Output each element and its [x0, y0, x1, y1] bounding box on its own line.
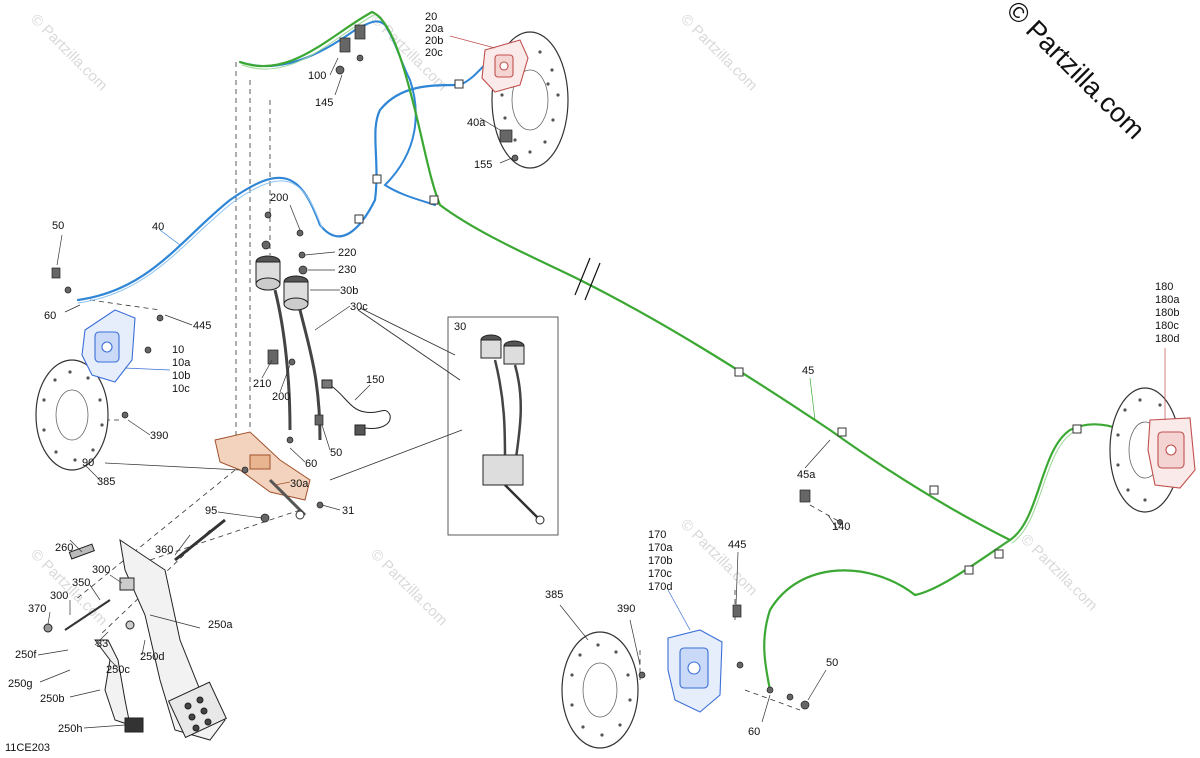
- callout-label: 300: [50, 590, 68, 602]
- diagram-code: 11CE203: [5, 742, 50, 754]
- callout-label: 60: [748, 726, 760, 738]
- callout-label: 155: [474, 159, 492, 171]
- rear-right-caliper: [1147, 417, 1196, 489]
- watermark-text: © Partzilla.com: [1017, 531, 1100, 614]
- callout-label: 390: [617, 603, 635, 615]
- watermark-text: © Partzilla.com: [677, 516, 760, 599]
- callout-label: 180b: [1155, 307, 1179, 319]
- callout-label: 60: [44, 310, 56, 322]
- callout-label: 140: [832, 521, 850, 533]
- callout-label: 60: [305, 458, 317, 470]
- callout-label: 210: [253, 378, 271, 390]
- watermark-text: © Partzilla.com: [27, 11, 110, 94]
- callout-label: 300: [92, 564, 110, 576]
- watermark-text: © Partzilla.com: [367, 546, 450, 629]
- callout-label: 45: [802, 365, 814, 377]
- callout-label: 170: [648, 529, 666, 541]
- callout-label: 30c: [350, 301, 368, 313]
- watermark-text: © Partzilla.com: [27, 546, 110, 629]
- callout-label: 250d: [140, 651, 164, 663]
- callout-label: 170c: [648, 568, 672, 580]
- callout-label: 10c: [172, 383, 190, 395]
- callout-label: 40a: [467, 117, 486, 129]
- fasteners: [51, 24, 843, 710]
- callout-label: 230: [338, 264, 356, 276]
- brand-stamp: © Partzilla.com: [1001, 0, 1151, 145]
- callout-label: 385: [545, 589, 563, 601]
- callout-label: 95: [205, 505, 217, 517]
- callout-label: 33: [96, 638, 108, 650]
- callout-label: 20: [425, 11, 437, 23]
- callout-label: 200: [270, 192, 288, 204]
- leader-lines: [37, 35, 1166, 729]
- callout-label: 10a: [172, 357, 191, 369]
- callout-label: 40: [152, 221, 164, 233]
- front-left-caliper: [81, 309, 136, 383]
- callout-label: 260: [55, 542, 73, 554]
- brake-pedal-assembly: [43, 518, 227, 741]
- line-break-symbol: [574, 257, 601, 301]
- callout-label: 100: [308, 70, 326, 82]
- callout-label: 30b: [340, 285, 358, 297]
- callout-label: 350: [72, 577, 90, 589]
- callout-label: 250h: [58, 723, 82, 735]
- callout-label: 10b: [172, 370, 190, 382]
- rear-left-caliper: [667, 629, 723, 713]
- callout-label: 445: [193, 320, 211, 332]
- callout-label: 150: [366, 374, 384, 386]
- callout-label: 145: [315, 97, 333, 109]
- rear-left-brake-disc: [561, 631, 639, 749]
- rear-brake-line: [238, 10, 1172, 692]
- callout-label: 250b: [40, 693, 64, 705]
- callout-label: 45a: [797, 469, 816, 481]
- callout-label: 250g: [8, 678, 32, 690]
- callout-label: 10: [172, 344, 184, 356]
- watermark-text: © Partzilla.com: [677, 11, 760, 94]
- callout-label: 180: [1155, 281, 1173, 293]
- callout-label: 180d: [1155, 333, 1179, 345]
- front-left-brake-disc: [35, 359, 109, 471]
- callout-label: 180a: [1155, 294, 1180, 306]
- callout-label: 20c: [425, 47, 443, 59]
- callout-label: 50: [52, 220, 64, 232]
- master-cylinder-reservoirs: [255, 255, 322, 441]
- line-clips: [354, 79, 1082, 575]
- detail-box-label: 30: [454, 321, 466, 333]
- callout-label: 385: [97, 476, 115, 488]
- callout-label: 180c: [1155, 320, 1179, 332]
- callout-label: 31: [342, 505, 354, 517]
- detail-arrows: [329, 307, 463, 481]
- callout-label: 20b: [425, 35, 443, 47]
- callout-label: 250c: [106, 664, 130, 676]
- callout-label: 250f: [15, 649, 37, 661]
- callout-label: 250a: [208, 619, 233, 631]
- callout-label: 170b: [648, 555, 672, 567]
- callout-label: 360: [155, 544, 173, 556]
- callout-label: 220: [338, 247, 356, 259]
- callout-label: 50: [826, 657, 838, 669]
- callout-label: 370: [28, 603, 46, 615]
- brake-light-switch: [321, 379, 391, 436]
- callout-label: 30a: [290, 478, 309, 490]
- callout-label: 445: [728, 539, 746, 551]
- callout-label: 90: [82, 457, 94, 469]
- callout-label: 390: [150, 430, 168, 442]
- callout-label: 200: [272, 391, 290, 403]
- callout-label: 50: [330, 447, 342, 459]
- callout-labels: 20 20a 20b 20c 100 145 40a 155 50 40 60 …: [8, 11, 1180, 738]
- front-right-caliper: [481, 39, 529, 93]
- callout-label: 170a: [648, 542, 673, 554]
- master-cylinder: [214, 431, 311, 520]
- callout-label: 20a: [425, 23, 444, 35]
- callout-label: 170d: [648, 581, 672, 593]
- detail-box-30: 30: [447, 316, 559, 536]
